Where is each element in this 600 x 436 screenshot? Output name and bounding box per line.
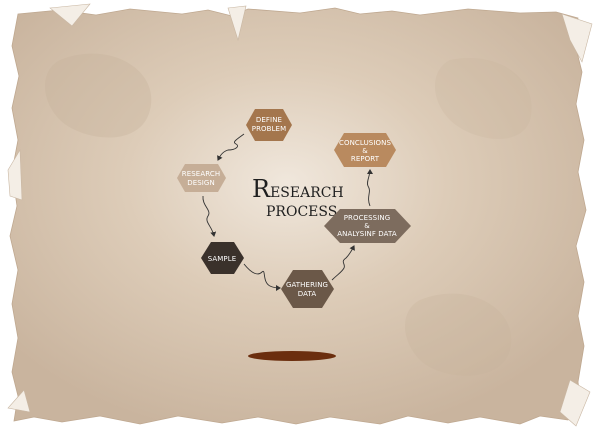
step-label-line: ANALYSINF DATA bbox=[337, 230, 397, 238]
paper-curl-bottom-right bbox=[559, 379, 591, 427]
step-processing-analysing: PROCESSING & ANALYSINF DATA bbox=[324, 209, 411, 243]
step-gathering-data: GATHERING DATA bbox=[281, 270, 334, 308]
step-label-line: SAMPLE bbox=[208, 255, 237, 263]
paper-stain bbox=[435, 58, 532, 139]
step-label-line: GATHERING bbox=[286, 281, 328, 289]
step-label-line: DATA bbox=[298, 290, 317, 298]
step-label-line: DEFINE bbox=[256, 116, 282, 124]
diagram-title-line1: RESEARCH bbox=[252, 175, 344, 203]
arrow-sample-to-gathering bbox=[243, 263, 281, 291]
arrow-gathering-to-processing bbox=[331, 245, 355, 281]
step-hexagon bbox=[177, 164, 226, 192]
step-define-problem: DEFINE PROBLEM bbox=[246, 109, 292, 141]
step-research-design: RESEARCH DESIGN bbox=[177, 164, 226, 192]
paper-curl-left bbox=[7, 148, 23, 201]
step-label-line: DESIGN bbox=[187, 179, 215, 187]
paper-curl-top-left bbox=[49, 3, 91, 27]
step-label-line: PROCESSING bbox=[344, 214, 391, 222]
parchment-paper bbox=[9, 7, 587, 425]
arrow-processing-to-conclusions bbox=[366, 169, 373, 207]
step-hexagon bbox=[324, 209, 411, 243]
paper-curl-top-mid bbox=[227, 5, 247, 42]
arrow-define-to-design bbox=[217, 133, 245, 161]
process-arrows bbox=[202, 133, 373, 291]
hole-shadow bbox=[248, 351, 336, 361]
paper-stain bbox=[405, 293, 512, 376]
step-label-line: & bbox=[362, 147, 368, 155]
step-label-line: RESEARCH bbox=[182, 170, 220, 178]
step-label-line: & bbox=[364, 222, 370, 230]
diagram-title-line2: PROCESS bbox=[266, 204, 337, 220]
arrow-design-to-sample bbox=[202, 195, 217, 237]
paper-curl-bottom-left bbox=[7, 389, 31, 413]
step-hexagon bbox=[281, 270, 334, 308]
step-label-line: CONCLUSIONS bbox=[339, 139, 391, 147]
step-label-line: REPORT bbox=[351, 155, 380, 163]
step-conclusions-report: CONCLUSIONS & REPORT bbox=[334, 133, 396, 167]
paper-curl-top-right bbox=[561, 13, 593, 63]
paper-stain bbox=[45, 53, 152, 138]
step-hexagon bbox=[246, 109, 292, 141]
step-sample: SAMPLE bbox=[201, 242, 244, 274]
step-hexagon bbox=[334, 133, 396, 167]
step-hexagon bbox=[201, 242, 244, 274]
step-label-line: PROBLEM bbox=[252, 125, 286, 133]
